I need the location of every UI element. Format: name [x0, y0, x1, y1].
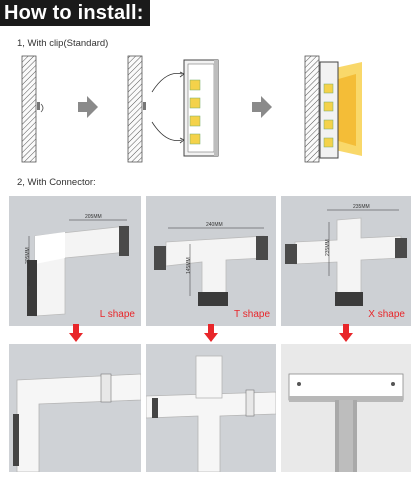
light-glow: [335, 62, 362, 156]
led-profile-3: [319, 61, 339, 159]
page-title: How to install:: [4, 1, 144, 24]
red-down-arrow-icon: [69, 324, 83, 342]
x-shape-label: X shape: [368, 309, 405, 320]
photo-l-shape: 205MM 205MM L shape: [9, 196, 141, 326]
led-profile-2: [183, 59, 219, 157]
wall-1: [21, 55, 44, 163]
l-dim-side: 205MM: [25, 247, 31, 264]
gray-arrow-icon: [252, 96, 272, 118]
x-dim-top: 235MM: [353, 204, 370, 210]
t-dim-top: 240MM: [206, 222, 223, 228]
wall-3: [304, 55, 320, 163]
photo-t-closeup: [281, 344, 411, 472]
red-down-arrow-icon: [204, 324, 218, 342]
t-dim-side: 145MM: [186, 257, 192, 274]
photo-t-assembled: [146, 344, 276, 472]
red-down-arrow-icon: [339, 324, 353, 342]
x-dim-side: 235MM: [325, 239, 331, 256]
wall-2: [127, 55, 185, 163]
t-shape-label: T shape: [234, 309, 270, 320]
photo-t-shape: 240MM 145MM T shape: [146, 196, 276, 326]
l-dim-top: 205MM: [85, 214, 102, 220]
step2-label: 2, With Connector:: [17, 177, 96, 188]
gray-arrow-icon: [78, 96, 98, 118]
photo-l-assembled: [9, 344, 141, 472]
title-banner: How to install:: [0, 0, 150, 26]
photo-x-shape: 235MM 235MM X shape: [281, 196, 411, 326]
clip-install-diagram: [21, 55, 362, 163]
l-shape-label: L shape: [99, 309, 135, 320]
step1-label: 1, With clip(Standard): [17, 38, 109, 49]
